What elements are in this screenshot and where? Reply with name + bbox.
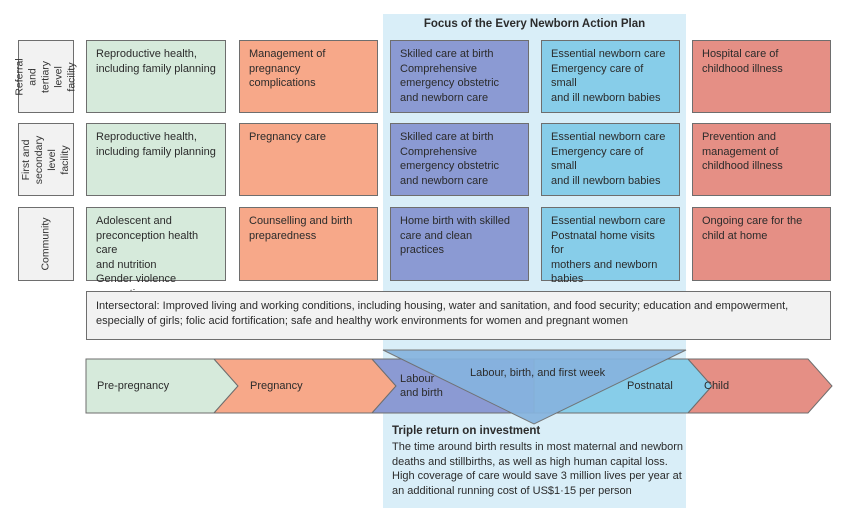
intersectoral-box: Intersectoral: Improved living and worki…	[86, 291, 831, 340]
cell-community-pre-pregnancy: Adolescent and preconception health care…	[86, 207, 226, 300]
row-label-referral: Referral and tertiary level facility	[14, 40, 78, 113]
cell-first-pregnancy: Pregnancy care	[239, 123, 378, 196]
timeline-arrow-pregnancy	[212, 358, 397, 414]
row-label-first-secondary: First and secondary level facility	[18, 123, 74, 196]
timeline-label-triangle: Labour, birth, and first week	[470, 367, 606, 379]
roi-body: The time around birth results in most ma…	[392, 441, 684, 497]
cell-community-birth: Home birth with skilled care and clean p…	[390, 207, 529, 281]
timeline-label-child: Child	[704, 380, 730, 392]
timeline-arrow-child	[686, 358, 833, 414]
cell-referral-pre-pregnancy: Reproductive health, including family pl…	[86, 40, 226, 113]
focus-title: Focus of the Every Newborn Action Plan	[423, 18, 646, 30]
roi-title: Triple return on investment	[392, 425, 541, 437]
cell-first-child: Prevention and management of childhood i…	[692, 123, 831, 196]
cell-referral-child: Hospital care of childhood illness	[692, 40, 831, 113]
cell-first-pre-pregnancy: Reproductive health, including family pl…	[86, 123, 226, 196]
cell-referral-newborn: Essential newborn care Emergency care of…	[541, 40, 680, 113]
cell-referral-birth: Skilled care at birth Comprehensive emer…	[390, 40, 529, 113]
cell-community-child: Ongoing care for the child at home	[692, 207, 831, 281]
cell-community-pregnancy: Counselling and birth preparedness	[239, 207, 378, 281]
cell-community-newborn: Essential newborn care Postnatal home vi…	[541, 207, 680, 285]
triangle-labour-birth-first-week	[382, 349, 687, 425]
cell-first-birth: Skilled care at birth Comprehensive emer…	[390, 123, 529, 196]
cell-referral-pregnancy: Management of pregnancy complications	[239, 40, 378, 113]
timeline-label-labour-and-birth: Labour and birth	[400, 373, 443, 399]
timeline-label-pregnancy: Pregnancy	[250, 380, 303, 392]
cell-first-newborn: Essential newborn care Emergency care of…	[541, 123, 680, 196]
row-label-community: Community	[18, 207, 74, 281]
timeline-label-pre-pregnancy: Pre-pregnancy	[97, 380, 170, 392]
timeline-label-postnatal: Postnatal	[627, 380, 673, 392]
